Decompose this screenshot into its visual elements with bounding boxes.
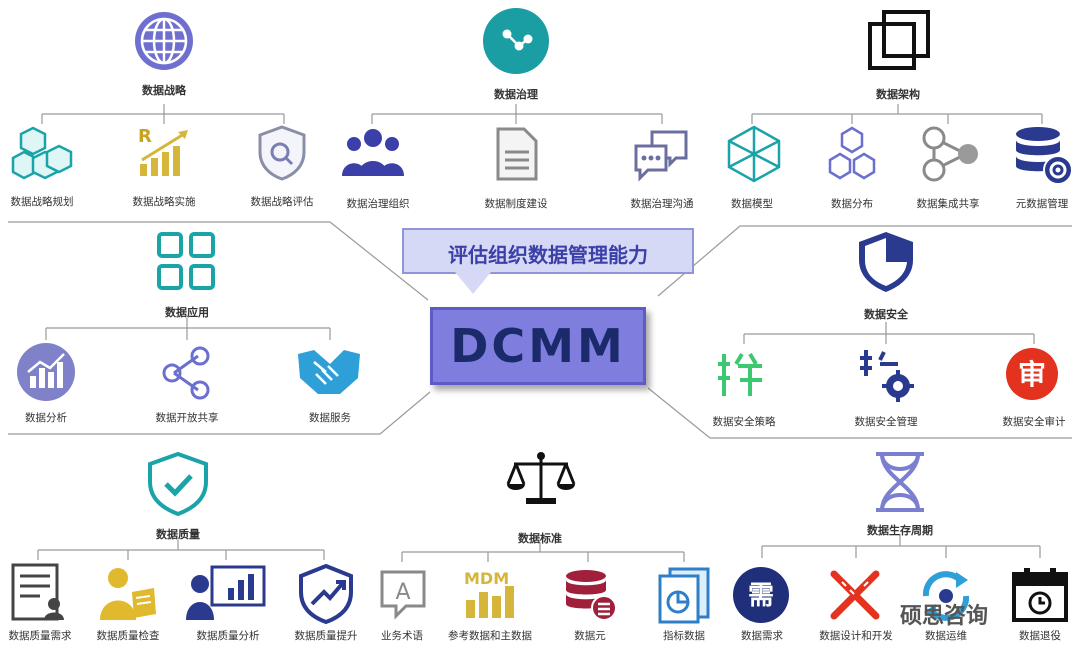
reviewer-icon — [98, 566, 158, 622]
item-quality-req: 数据质量需求 — [8, 630, 72, 642]
group-title-application: 数据应用 — [165, 306, 209, 319]
polyhedron-icon — [724, 124, 784, 184]
team-icon — [340, 126, 406, 182]
item-quality-check: 数据质量检查 — [96, 630, 160, 642]
data-element-icon — [562, 568, 618, 622]
item-strategy-plan: 数据战略规划 — [10, 196, 74, 208]
glossary-icon: A — [378, 568, 428, 620]
group-title-lifecycle: 数据生存周期 — [867, 524, 933, 537]
item-sec-strategy: 数据安全策略 — [712, 416, 776, 428]
globe-icon — [132, 9, 196, 73]
item-quality-improve: 数据质量提升 — [294, 630, 358, 642]
share-nodes-icon — [918, 124, 982, 184]
shield-check-icon — [146, 452, 210, 516]
item-app-service: 数据服务 — [309, 412, 351, 424]
shield-growth-icon — [298, 564, 354, 624]
svg-text:R: R — [138, 126, 152, 147]
svg-text:需: 需 — [748, 581, 774, 611]
document-icon — [494, 126, 540, 182]
callout-box: 评估组织数据管理能力 — [402, 228, 694, 274]
audit-seal-icon: 审 — [1004, 346, 1060, 402]
design-tools-icon — [826, 566, 884, 624]
handshake-icon — [296, 344, 362, 402]
calendar-retire-icon — [1010, 566, 1070, 624]
item-std-indicator: 指标数据 — [663, 630, 705, 642]
analysis-chart-icon — [16, 342, 76, 402]
item-strategy-implement: 数据战略实施 — [132, 196, 196, 208]
item-arch-metadata: 元数据管理 — [1015, 198, 1069, 210]
group-title-security: 数据安全 — [864, 308, 908, 321]
security-manage-icon — [858, 346, 916, 402]
item-std-master: 参考数据和主数据 — [448, 630, 532, 642]
group-title-architecture: 数据架构 — [876, 88, 920, 101]
chat-bubbles-icon — [632, 126, 692, 182]
item-life-design: 数据设计和开发 — [819, 630, 893, 642]
item-arch-distribution: 数据分布 — [831, 198, 873, 210]
callout-tail — [455, 272, 491, 294]
item-governance-org: 数据治理组织 — [346, 198, 410, 210]
item-life-demand: 数据需求 — [741, 630, 783, 642]
group-title-strategy: 数据战略 — [142, 84, 186, 97]
shield-search-icon — [254, 124, 310, 182]
mdm-icon: MDM — [462, 566, 522, 622]
item-std-terms: 业务术语 — [381, 630, 423, 642]
item-app-open-share: 数据开放共享 — [155, 412, 219, 424]
item-life-maintenance: 数据运维 — [925, 630, 967, 642]
cubes-icon — [11, 124, 75, 182]
hexagons-icon — [822, 124, 882, 184]
scales-icon — [506, 450, 576, 508]
group-title-quality: 数据质量 — [156, 528, 200, 541]
item-strategy-assess: 数据战略评估 — [250, 196, 314, 208]
indicator-doc-icon — [656, 566, 712, 624]
group-title-governance: 数据治理 — [494, 88, 538, 101]
item-app-analysis: 数据分析 — [25, 412, 67, 424]
item-quality-analysis: 数据质量分析 — [196, 630, 260, 642]
presenter-chart-icon — [184, 564, 268, 622]
grid-icon — [156, 231, 216, 291]
layers-square-icon — [866, 8, 932, 74]
item-governance-comm: 数据治理沟通 — [630, 198, 694, 210]
svg-text:MDM: MDM — [464, 569, 509, 588]
share-icon — [160, 346, 212, 400]
center-dcmm-box: DCMM — [430, 307, 646, 385]
center-title: DCMM — [450, 319, 626, 373]
growth-chart-icon: R — [136, 124, 192, 180]
svg-text:A: A — [395, 580, 410, 605]
item-arch-model: 数据模型 — [731, 198, 773, 210]
shield-icon — [855, 230, 917, 294]
callout-text: 评估组织数据管理能力 — [448, 243, 648, 267]
form-user-icon — [10, 562, 68, 622]
database-gear-icon — [1012, 124, 1074, 186]
item-arch-integration: 数据集成共享 — [916, 198, 980, 210]
maintenance-cycle-icon — [916, 566, 976, 626]
hourglass-icon — [870, 450, 930, 514]
item-governance-policy: 数据制度建设 — [484, 198, 548, 210]
item-life-retire: 数据退役 — [1019, 630, 1061, 642]
item-sec-audit: 数据安全审计 — [1002, 416, 1066, 428]
strategy-icon — [716, 350, 772, 400]
svg-text:审: 审 — [1018, 358, 1046, 391]
watermark-text: 硕思咨询 — [900, 604, 989, 629]
demand-icon: 需 — [732, 566, 790, 624]
item-std-element: 数据元 — [574, 630, 606, 642]
group-title-standard: 数据标准 — [518, 532, 562, 545]
item-sec-management: 数据安全管理 — [854, 416, 918, 428]
network-icon — [481, 6, 551, 76]
